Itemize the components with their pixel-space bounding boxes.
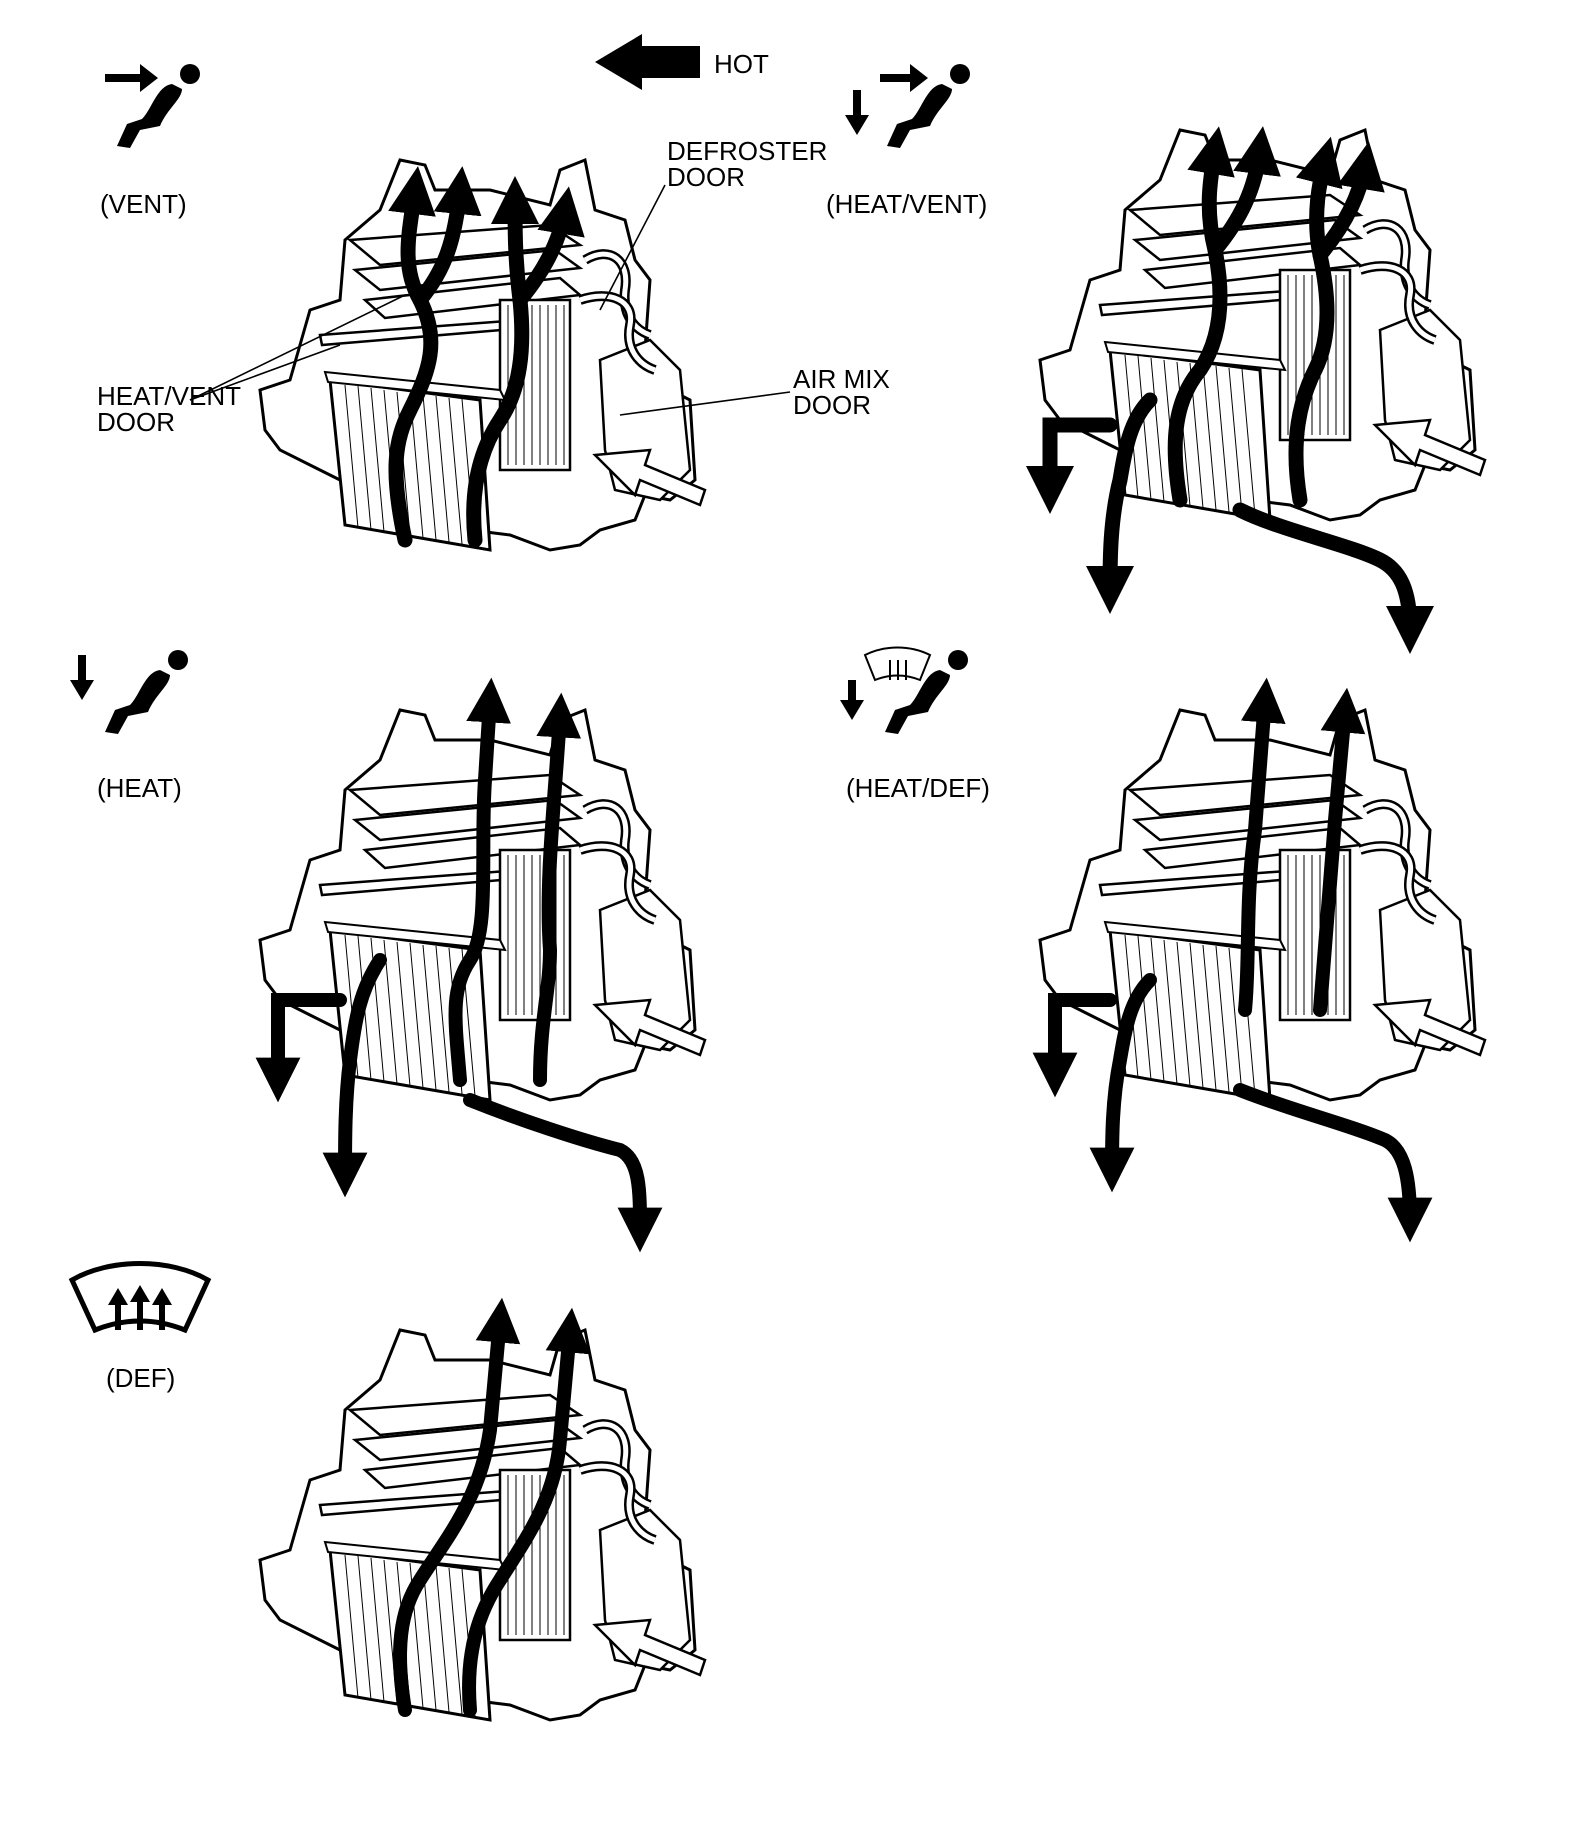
mode-label-def: (DEF) <box>106 1363 175 1393</box>
svg-text:AIR MIX: AIR MIX <box>793 364 890 394</box>
panel-heat-def: (HEAT/DEF) <box>840 646 1485 1243</box>
callout-leaders <box>189 184 791 416</box>
mode-label-heat-def: (HEAT/DEF) <box>846 773 990 803</box>
heater-unit-heat-vent <box>1040 130 1485 520</box>
seat-floor-and-windshield-icon <box>840 646 968 734</box>
seat-floor-icon <box>70 650 188 734</box>
airflow-heat <box>255 677 663 1253</box>
mode-label-vent: (VENT) <box>100 189 187 219</box>
svg-text:DOOR: DOOR <box>97 407 175 437</box>
svg-text:DOOR: DOOR <box>667 162 745 192</box>
callout-air-mix-door: AIR MIX DOOR <box>793 364 890 420</box>
windshield-defrost-icon <box>68 1261 212 1334</box>
airflow-def <box>393 1297 591 1717</box>
airflow-vent <box>388 166 585 548</box>
svg-text:DEFROSTER: DEFROSTER <box>667 136 827 166</box>
mode-label-heat: (HEAT) <box>97 773 182 803</box>
seat-face-and-floor-icon <box>845 64 970 148</box>
airflow-heat-vent <box>1025 126 1434 654</box>
svg-text:DOOR: DOOR <box>793 390 871 420</box>
panel-vent: (VENT) DEFROSTER DOOR HEAT/VENT DOOR AIR… <box>97 64 890 550</box>
hot-legend: HOT <box>595 34 769 90</box>
callout-defroster-door: DEFROSTER DOOR <box>667 136 827 192</box>
seat-face-vent-icon <box>105 64 200 148</box>
svg-text:HEAT/VENT: HEAT/VENT <box>97 381 241 411</box>
hot-arrow-icon <box>595 34 700 90</box>
airflow-heat-def <box>1032 677 1433 1243</box>
hot-label: HOT <box>714 49 769 79</box>
mode-label-heat-vent: (HEAT/VENT) <box>826 189 987 219</box>
panel-heat-vent: (HEAT/VENT) <box>826 64 1485 654</box>
panel-def: (DEF) <box>68 1261 705 1721</box>
callout-heat-vent-door: HEAT/VENT DOOR <box>97 381 241 437</box>
panel-heat: (HEAT) <box>70 650 705 1253</box>
heater-unit-def <box>260 1330 705 1720</box>
heater-unit-vent <box>260 160 705 550</box>
